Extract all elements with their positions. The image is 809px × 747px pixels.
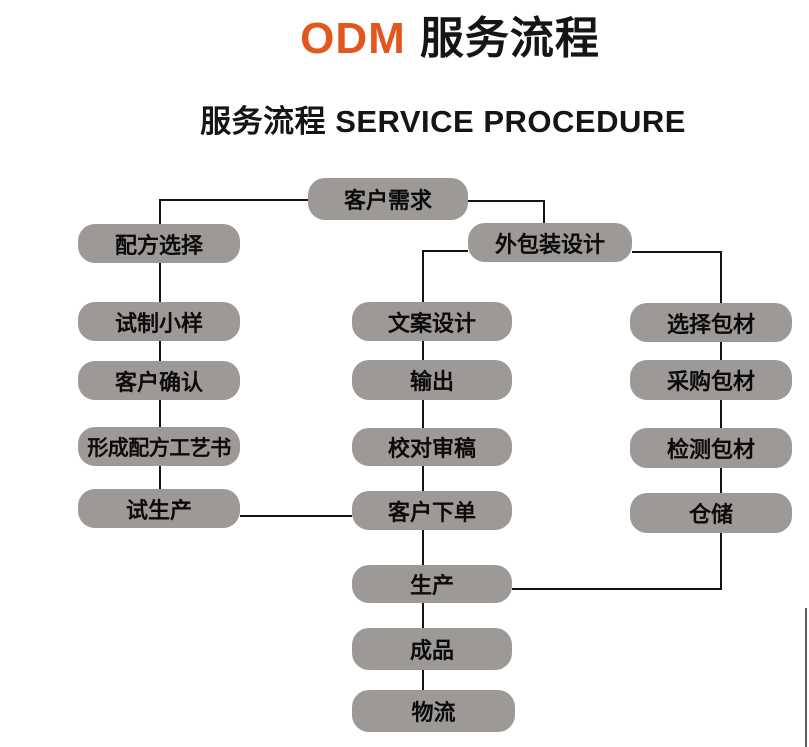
page-title: ODM 服务流程 (91, 2, 809, 66)
connector-test-to-warehouse (720, 468, 722, 493)
node-trial-production: 试生产 (78, 489, 240, 528)
image-edge-artifact-line (805, 608, 807, 747)
connector-select-to-purchase (720, 342, 722, 360)
node-packaging-design: 外包装设计 (468, 223, 632, 262)
connector-demand-to-formula-h (159, 199, 310, 201)
connector-order-to-production (422, 530, 424, 565)
connector-copy-to-output (422, 341, 424, 360)
node-purchase-packaging: 采购包材 (630, 360, 792, 400)
node-customer-confirm: 客户确认 (78, 361, 240, 400)
connector-sample-to-confirm (159, 341, 161, 361)
node-formula-selection: 配方选择 (78, 224, 240, 263)
title-zh: 服务流程 (419, 14, 600, 63)
connector-demand-to-packaging-v (543, 200, 545, 223)
connector-output-to-proof (422, 400, 424, 428)
node-customer-demand: 客户需求 (308, 178, 468, 220)
node-output: 输出 (352, 360, 512, 400)
node-production: 生产 (352, 565, 512, 603)
connector-purchase-to-test (720, 400, 722, 428)
node-trial-sample: 试制小样 (78, 302, 240, 341)
node-copy-design: 文案设计 (352, 302, 512, 341)
connector-trialprod-to-order (240, 515, 352, 517)
connector-proof-to-order (422, 466, 424, 491)
node-select-packaging: 选择包材 (630, 303, 792, 342)
connector-warehouse-to-production-h (512, 588, 722, 590)
connector-packaging-to-select-h (632, 251, 722, 253)
connector-demand-to-formula-v (159, 199, 161, 224)
connector-demand-to-packaging-h (468, 200, 545, 202)
connector-warehouse-to-production-v (720, 533, 722, 590)
node-formula-process-doc: 形成配方工艺书 (78, 427, 240, 466)
node-proofreading: 校对审稿 (352, 428, 512, 466)
node-customer-order: 客户下单 (352, 491, 512, 530)
node-logistics: 物流 (352, 690, 515, 732)
node-warehousing: 仓储 (630, 493, 792, 533)
connector-confirm-to-doc (159, 400, 161, 427)
connector-formula-to-sample (159, 263, 161, 302)
connector-packaging-to-copy-h (422, 250, 468, 252)
connector-production-to-finished (422, 603, 424, 628)
title-brand-odm: ODM (300, 14, 406, 63)
node-finished-product: 成品 (352, 628, 512, 670)
page-subtitle: 服务流程 SERVICE PROCEDURE (200, 104, 686, 139)
connector-finished-to-logistics (422, 670, 424, 690)
connector-packaging-to-copy-v (422, 250, 424, 302)
node-test-packaging: 检测包材 (630, 428, 792, 468)
connector-doc-to-trialprod (159, 466, 161, 489)
connector-packaging-to-select-v (720, 251, 722, 303)
